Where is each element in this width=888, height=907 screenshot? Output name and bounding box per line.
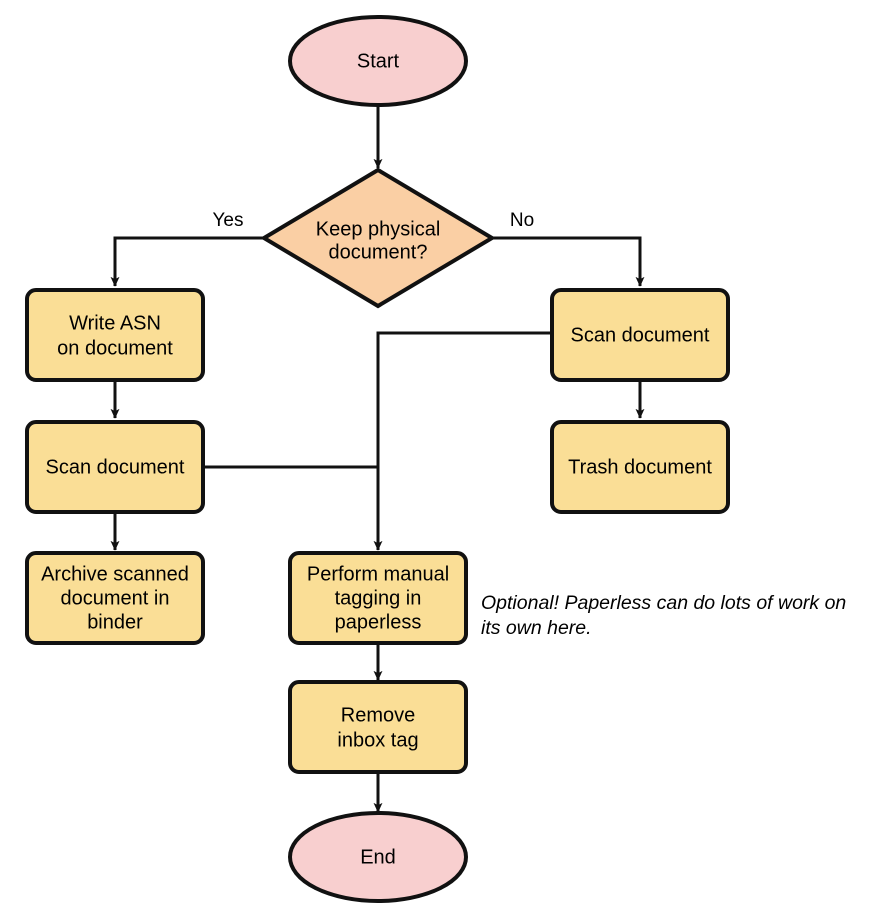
edge-label-no: No [510, 210, 534, 231]
trash-label: Trash document [568, 456, 712, 478]
node-end[interactable]: End [288, 811, 468, 903]
annotation-line2: its own here. [481, 617, 592, 639]
scan-right-label: Scan document [571, 324, 710, 346]
remove-inbox-box [288, 680, 468, 774]
scan-right-box [550, 288, 730, 382]
trash-box [550, 420, 730, 514]
edge-scan-right-to-tagging [373, 331, 552, 551]
node-scan-document-right[interactable]: Scan document [550, 288, 730, 382]
node-archive-scanned-document[interactable]: Archive scanned document in binder [25, 551, 205, 645]
node-decision-keep-physical-document[interactable]: Keep physical document? [260, 167, 496, 309]
write-asn-label-line1: Write ASN [69, 312, 161, 334]
edge-decision-no-to-scan-right [492, 236, 645, 287]
remove-inbox-label-line2: inbox tag [337, 729, 418, 751]
tagging-label-line3: paperless [335, 611, 422, 633]
write-asn-box [25, 288, 205, 382]
tagging-box [288, 551, 468, 645]
start-ellipse [288, 15, 468, 107]
end-label: End [360, 846, 396, 868]
decision-diamond [260, 167, 496, 309]
remove-inbox-label-line1: Remove [341, 704, 415, 726]
annotation-line1: Optional! Paperless can do lots of work … [481, 592, 846, 614]
start-label: Start [357, 50, 400, 72]
scan-left-box [25, 420, 205, 514]
node-perform-manual-tagging[interactable]: Perform manual tagging in paperless [288, 551, 468, 645]
archive-label-line2: document in [61, 587, 170, 609]
decision-label-line2: document? [329, 241, 428, 263]
tagging-label-line2: tagging in [335, 587, 422, 609]
edge-label-yes: Yes [213, 210, 244, 231]
node-start[interactable]: Start [288, 15, 468, 107]
edge-decision-yes-to-write-asn [110, 236, 264, 287]
end-ellipse [288, 811, 468, 903]
tagging-label-line1: Perform manual [307, 563, 449, 585]
archive-label-line1: Archive scanned [41, 563, 189, 585]
node-trash-document[interactable]: Trash document [550, 420, 730, 514]
archive-box [25, 551, 205, 645]
write-asn-label-line2: on document [57, 337, 173, 359]
node-scan-document-left[interactable]: Scan document [25, 420, 205, 514]
annotation-optional-note: Optional! Paperless can do lots of work … [481, 592, 846, 639]
node-remove-inbox-tag[interactable]: Remove inbox tag [288, 680, 468, 774]
node-write-asn-on-document[interactable]: Write ASN on document [25, 288, 205, 382]
scan-left-label: Scan document [46, 456, 185, 478]
decision-label-line1: Keep physical [316, 218, 441, 240]
archive-label-line3: binder [87, 611, 143, 633]
